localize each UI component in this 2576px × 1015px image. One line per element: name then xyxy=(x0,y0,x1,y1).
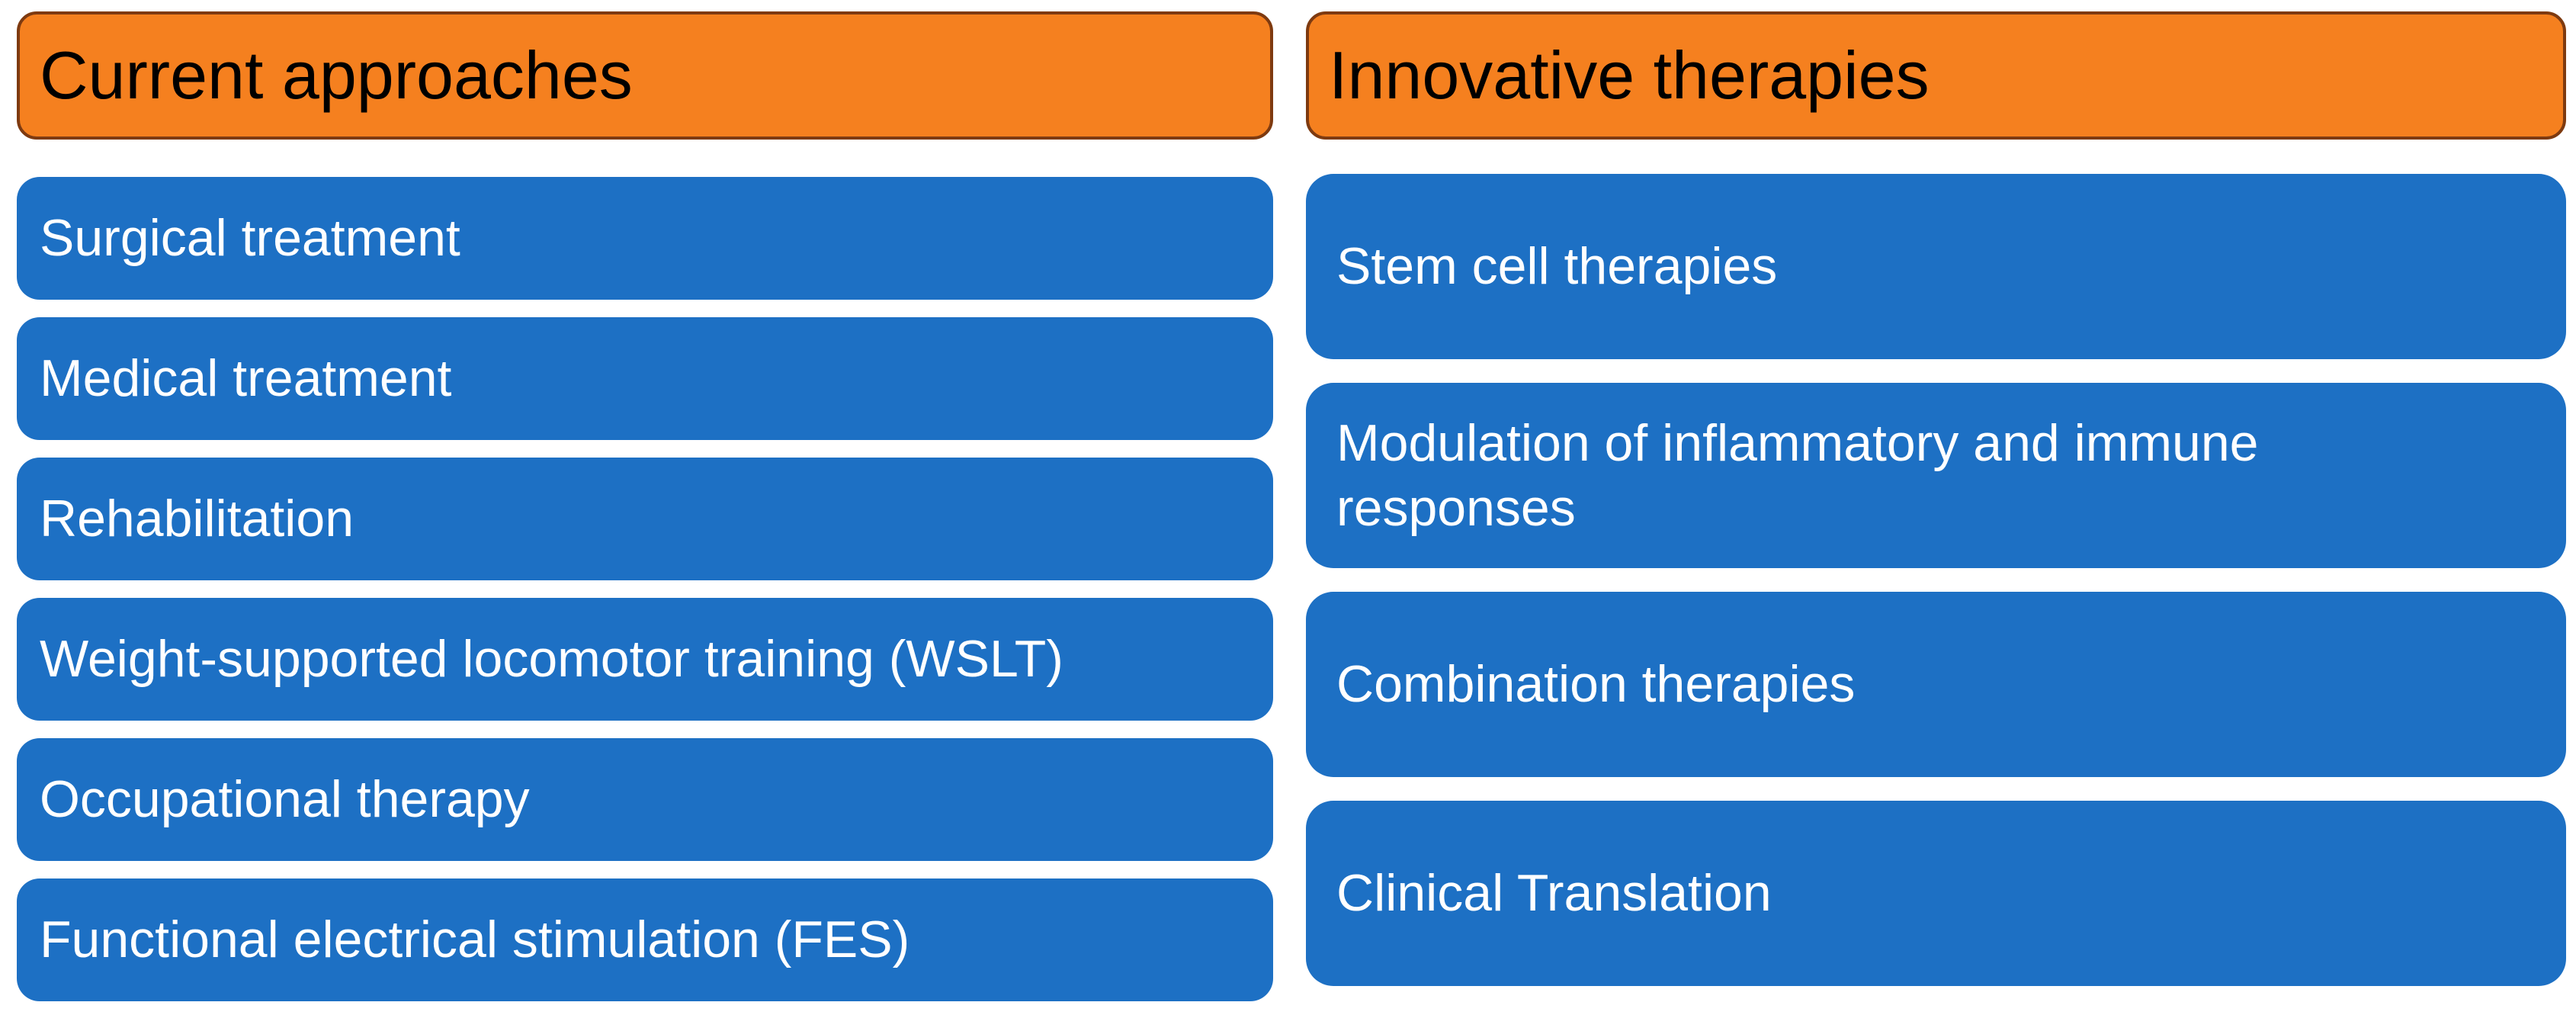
list-item-medical-treatment: Medical treatment xyxy=(17,317,1273,440)
list-item-clinical-translation: Clinical Translation xyxy=(1306,801,2566,986)
list-item-weight-supported-locomotor-training: Weight-supported locomotor training (WSL… xyxy=(17,598,1273,721)
column-innovative-therapies: Innovative therapies Stem cell therapies… xyxy=(1306,11,2566,986)
column-current-approaches: Current approaches Surgical treatment Me… xyxy=(17,11,1273,1001)
list-item-surgical-treatment: Surgical treatment xyxy=(17,177,1273,300)
list-item-functional-electrical-stimulation: Functional electrical stimulation (FES) xyxy=(17,878,1273,1001)
list-item-occupational-therapy: Occupational therapy xyxy=(17,738,1273,861)
column-header-current-approaches: Current approaches xyxy=(17,11,1273,140)
list-item-combination-therapies: Combination therapies xyxy=(1306,592,2566,777)
list-item-modulation-inflammatory-immune-responses: Modulation of inflammatory and immune re… xyxy=(1306,383,2566,568)
list-item-rehabilitation: Rehabilitation xyxy=(17,458,1273,580)
list-item-stem-cell-therapies: Stem cell therapies xyxy=(1306,174,2566,359)
column-header-innovative-therapies: Innovative therapies xyxy=(1306,11,2566,140)
